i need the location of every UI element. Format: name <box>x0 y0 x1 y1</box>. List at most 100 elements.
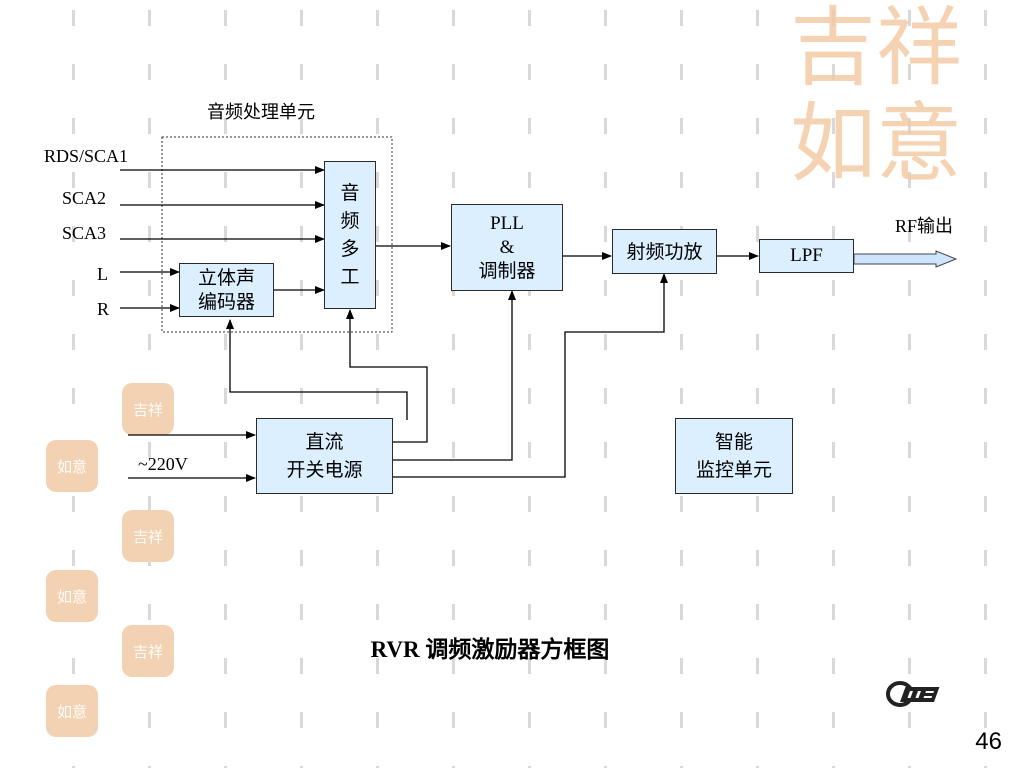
background-dash <box>72 118 75 134</box>
background-dash <box>528 388 531 404</box>
background-dash <box>300 766 303 768</box>
background-dash <box>224 550 227 566</box>
background-dash <box>300 658 303 674</box>
background-dash <box>756 118 759 134</box>
background-dash <box>756 10 759 26</box>
background-dash <box>756 550 759 566</box>
background-dash <box>528 64 531 80</box>
background-dash <box>224 496 227 512</box>
background-dash <box>680 388 683 404</box>
rds-sca1-label: RDS/SCA1 <box>44 146 129 166</box>
background-dash <box>680 496 683 512</box>
seal-text: 吉祥如意 <box>790 0 962 194</box>
background-dash <box>832 604 835 620</box>
background-dash <box>376 334 379 350</box>
background-dash <box>832 64 835 80</box>
background-dash <box>756 64 759 80</box>
background-dash <box>300 550 303 566</box>
background-dash <box>72 334 75 350</box>
background-dash <box>604 712 607 728</box>
power-to-pll-line <box>393 290 516 461</box>
background-dash <box>756 766 759 768</box>
background-dash <box>984 496 987 512</box>
background-dash <box>376 172 379 188</box>
right-channel-label: R <box>97 299 110 319</box>
rf-output-arrow <box>853 250 958 268</box>
background-dash <box>908 658 911 674</box>
background-dash <box>528 658 531 674</box>
background-dash <box>984 10 987 26</box>
background-dash <box>984 604 987 620</box>
smart-monitor-label: 智能 监控单元 <box>695 431 772 481</box>
diagram-caption: RVR 调频激励器方框图 <box>370 637 610 662</box>
background-dash <box>148 766 151 768</box>
seal-stamp-icon: 如意 <box>46 570 98 622</box>
background-dash <box>452 604 455 620</box>
background-dash <box>224 712 227 728</box>
background-dash <box>376 496 379 512</box>
background-dash <box>72 10 75 26</box>
background-dash <box>604 64 607 80</box>
background-dash <box>756 334 759 350</box>
background-dash <box>528 496 531 512</box>
background-dash <box>528 10 531 26</box>
background-dash <box>604 226 607 242</box>
background-dash <box>832 118 835 134</box>
background-dash <box>604 550 607 566</box>
seal-stamp-icon: 如意 <box>46 685 98 737</box>
background-dash <box>224 172 227 188</box>
background-dash <box>148 496 151 512</box>
background-dash <box>756 226 759 242</box>
background-dash <box>604 334 607 350</box>
background-dash <box>224 766 227 768</box>
background-dash <box>984 64 987 80</box>
dc-switching-power-block: 直流 开关电源 <box>256 418 393 494</box>
background-dash <box>832 388 835 404</box>
background-dash <box>984 388 987 404</box>
background-dash <box>908 226 911 242</box>
background-dash <box>984 442 987 458</box>
background-dash <box>832 712 835 728</box>
pll-modulator-label: PLL & 调制器 <box>478 212 536 282</box>
background-dash <box>984 118 987 134</box>
background-dash <box>300 226 303 242</box>
background-dash <box>376 226 379 242</box>
background-dash <box>984 712 987 728</box>
background-dash <box>300 10 303 26</box>
stereo-encoder-label: 立体声 编码器 <box>197 267 255 313</box>
background-dash <box>832 10 835 26</box>
background-dash <box>832 226 835 242</box>
background-dash <box>680 712 683 728</box>
background-dash <box>908 388 911 404</box>
background-dash <box>528 712 531 728</box>
background-dash <box>528 334 531 350</box>
left-channel-label: L <box>97 264 108 284</box>
background-dash <box>832 334 835 350</box>
power-to-rfamp-line <box>393 273 668 478</box>
background-dash <box>452 172 455 188</box>
background-dash <box>832 766 835 768</box>
seal-stamp-icon: 如意 <box>46 440 98 492</box>
background-dash <box>452 334 455 350</box>
background-dash <box>984 280 987 296</box>
background-dash <box>528 118 531 134</box>
ac-220v-label: ~220V <box>138 454 188 474</box>
lpf-block: LPF <box>759 239 854 273</box>
cme-logo-icon <box>886 681 940 707</box>
background-dash <box>832 496 835 512</box>
background-dash <box>604 10 607 26</box>
background-dash <box>680 334 683 350</box>
background-dash <box>72 172 75 188</box>
background-dash <box>72 280 75 296</box>
background-dash <box>452 766 455 768</box>
background-dash <box>984 550 987 566</box>
large-seal-watermark: 吉祥如意 <box>790 0 1010 200</box>
background-dash <box>148 172 151 188</box>
background-dash <box>604 388 607 404</box>
background-dash <box>72 658 75 674</box>
background-dash <box>756 712 759 728</box>
background-dash <box>680 118 683 134</box>
seal-stamp-icon: 吉祥 <box>122 510 174 562</box>
background-dash <box>604 604 607 620</box>
background-dash <box>604 172 607 188</box>
